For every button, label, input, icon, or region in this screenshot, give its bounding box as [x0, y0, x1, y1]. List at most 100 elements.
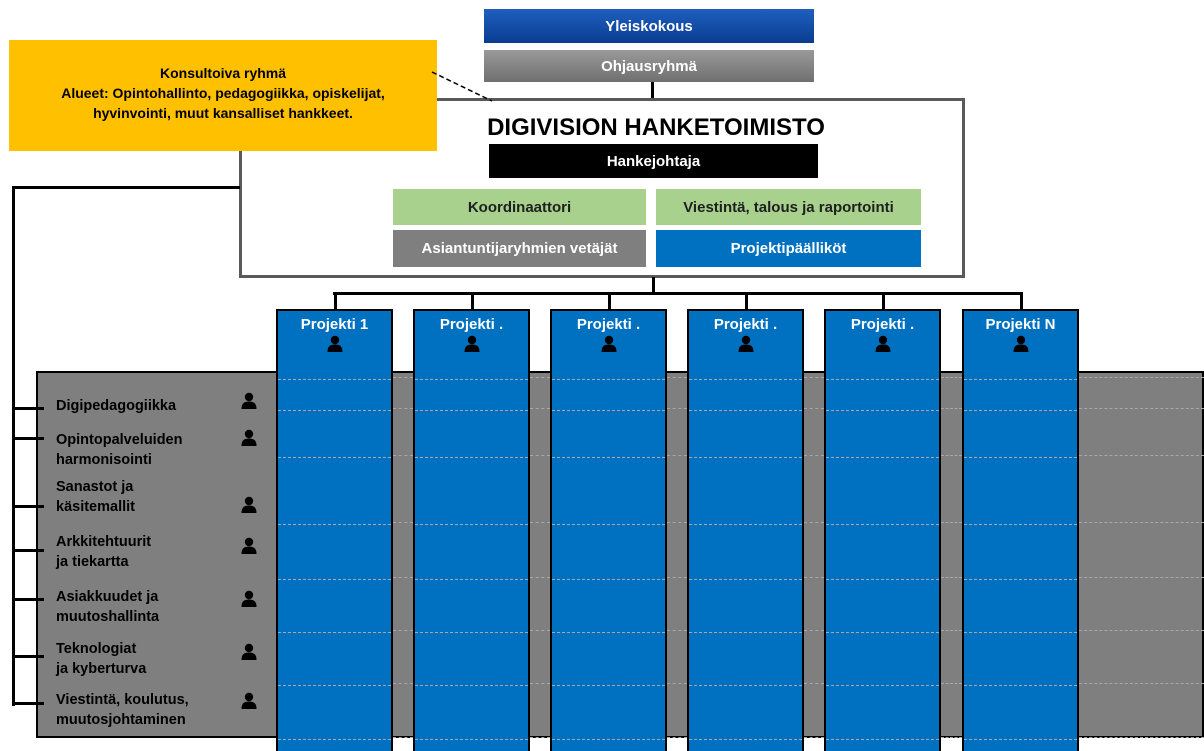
expert-group-line1: Viestintä, koulutus, [56, 692, 189, 708]
row-divider [689, 457, 802, 458]
band-row-divider [530, 630, 550, 631]
connector-project-drop [1020, 293, 1023, 311]
band-row-divider [941, 522, 962, 523]
band-row-divider [530, 683, 550, 684]
row-divider [278, 579, 391, 580]
person-icon [240, 692, 258, 710]
row-divider [689, 379, 802, 380]
row-divider [689, 410, 802, 411]
band-row-divider [1079, 737, 1204, 738]
band-row-divider [667, 683, 687, 684]
band-row-divider [393, 522, 413, 523]
band-row-divider [941, 737, 962, 738]
connector-left-spine [12, 186, 15, 706]
expert-group-line1: Asiakkuudet ja [56, 589, 159, 605]
expert-group-line1: Digipedagogiikka [56, 398, 177, 414]
connector-group-tick [12, 655, 44, 658]
row-divider [964, 579, 1077, 580]
row-divider [826, 579, 939, 580]
project-column: Projekti . [687, 309, 804, 751]
person-icon [240, 590, 258, 608]
expert-group-line2: harmonisointi [56, 452, 152, 468]
person-icon [326, 335, 344, 353]
row-divider [552, 457, 665, 458]
row-divider [552, 632, 665, 633]
band-row-divider [1079, 455, 1204, 456]
connector-project-drop [745, 293, 748, 311]
band-row-divider [530, 522, 550, 523]
project-label: Projekti . [576, 316, 641, 333]
expert-group-line2: ja kyberturva [56, 661, 147, 677]
expert-leads-box: Asiantuntijaryhmien vetäjät [393, 230, 646, 267]
project-column: Projekti N [962, 309, 1079, 751]
row-divider [964, 632, 1077, 633]
steering-group-label: Ohjausryhmä [601, 57, 697, 75]
band-row-divider [393, 683, 413, 684]
row-divider [278, 632, 391, 633]
connector-group-tick [12, 702, 44, 705]
project-label: Projekti . [850, 316, 915, 333]
band-row-divider [804, 737, 824, 738]
person-icon [240, 496, 258, 514]
connector-project-drop [334, 293, 337, 311]
band-row-divider [804, 683, 824, 684]
communications-label: Viestintä, talous ja raportointi [683, 198, 894, 216]
row-divider [964, 410, 1077, 411]
row-divider [826, 739, 939, 740]
project-column: Projekti 1 [276, 309, 393, 751]
row-divider [826, 379, 939, 380]
band-row-divider [393, 408, 413, 409]
row-divider [415, 524, 528, 525]
band-row-divider [667, 630, 687, 631]
expert-group-line1: Teknologiat [56, 641, 137, 657]
row-divider [964, 457, 1077, 458]
person-icon [737, 335, 755, 353]
row-divider [826, 457, 939, 458]
band-row-divider [941, 408, 962, 409]
band-row-divider [941, 455, 962, 456]
project-label: Projekti . [439, 316, 504, 333]
communications-box: Viestintä, talous ja raportointi [656, 189, 921, 225]
band-row-divider [1079, 408, 1204, 409]
connector-group-tick [12, 505, 44, 508]
project-label: Projekti 1 [300, 316, 369, 333]
advisory-areas-line1: Alueet: Opintohallinto, pedagogiikka, op… [61, 85, 385, 101]
row-divider [964, 524, 1077, 525]
band-row-divider [667, 522, 687, 523]
row-divider [415, 579, 528, 580]
project-column: Projekti . [550, 309, 667, 751]
expert-group-label: Asiakkuudet ja muutoshallinta [56, 587, 159, 627]
band-row-divider [393, 737, 413, 738]
row-divider [278, 457, 391, 458]
general-meeting-box: Yleiskokous [484, 9, 814, 43]
row-divider [689, 632, 802, 633]
project-director-label: Hankejohtaja [606, 152, 701, 170]
band-row-divider [530, 408, 550, 409]
row-divider [415, 739, 528, 740]
band-row-divider [941, 683, 962, 684]
person-icon [1012, 335, 1030, 353]
person-icon [600, 335, 618, 353]
row-divider [278, 410, 391, 411]
row-divider [278, 524, 391, 525]
band-row-divider [667, 737, 687, 738]
row-divider [278, 685, 391, 686]
band-row-divider [804, 630, 824, 631]
row-divider [552, 379, 665, 380]
connector-group-tick [12, 437, 44, 440]
coordinator-label: Koordinaattori [467, 198, 572, 216]
coordinator-box: Koordinaattori [393, 189, 646, 225]
band-row-divider [804, 408, 824, 409]
band-row-divider [393, 377, 413, 378]
advisory-areas-line2: hyvinvointi, muut kansalliset hankkeet. [93, 105, 353, 121]
connector-steering-office [651, 82, 654, 100]
band-row-divider [1079, 577, 1204, 578]
person-icon [240, 643, 258, 661]
band-row-divider [530, 577, 550, 578]
expert-group-line2: muutoshallinta [56, 609, 160, 625]
band-row-divider [667, 408, 687, 409]
expert-leads-label: Asiantuntijaryhmien vetäjät [421, 240, 618, 257]
